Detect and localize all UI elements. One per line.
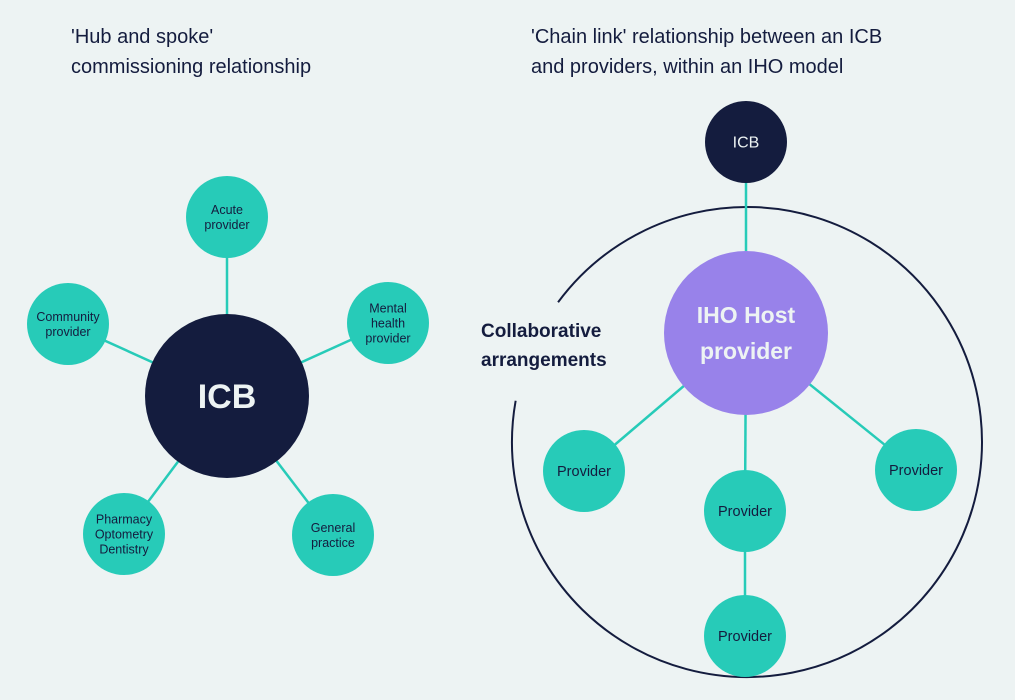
hub-and-spoke-title-line2: commissioning relationship [71, 56, 312, 78]
icb-hub-label-line: ICB [198, 378, 257, 416]
iho-host-provider-label-line: provider [700, 338, 792, 364]
provider-spoke-label-line: health [371, 316, 405, 330]
provider-spoke-label-line: Mental [369, 301, 407, 315]
provider-label: Provider [718, 504, 772, 520]
provider-spoke-label-line: Dentistry [99, 542, 149, 556]
provider-spoke-label-line: General [311, 521, 355, 535]
iho-host-provider-node [664, 251, 828, 415]
hub-and-spoke-title-line1: 'Hub and spoke' [71, 26, 214, 48]
icb-label-line: ICB [733, 135, 760, 152]
provider-spoke-node [292, 494, 374, 576]
provider-node [704, 470, 786, 552]
provider-spoke-label-line: Community [36, 310, 100, 324]
provider-label-line: Provider [718, 504, 772, 520]
icb-hub-label: ICB [198, 378, 257, 416]
iho-host-provider-label: IHO Host provider [697, 302, 796, 364]
chain-link-title: 'Chain link' relationship between an ICB… [531, 22, 882, 82]
provider-label: Provider [889, 463, 943, 479]
provider-label: Provider [557, 464, 611, 480]
provider-spoke-label-line: Optometry [95, 527, 154, 541]
provider-spoke-node [186, 176, 268, 258]
collaborative-arrangements-label: Collaborative arrangements [481, 321, 607, 371]
provider-spoke-node [347, 282, 429, 364]
provider-spoke-node [83, 493, 165, 575]
collaborative-arrangements-label-line: Collaborative [481, 321, 601, 342]
provider-label-line: Provider [889, 463, 943, 479]
icb-node [705, 101, 787, 183]
provider-label-line: Provider [718, 629, 772, 645]
provider-label: Provider [718, 629, 772, 645]
provider-node [704, 595, 786, 677]
provider-spoke-label-line: provider [45, 325, 90, 339]
provider-node [875, 429, 957, 511]
provider-spoke-label-line: Acute [211, 203, 243, 217]
chain-link-title-line1: 'Chain link' relationship between an ICB [531, 26, 883, 48]
iho-host-provider-label-line: IHO Host [697, 302, 796, 328]
provider-spoke-label-line: provider [365, 331, 410, 345]
collaborative-arrangements-label-line: arrangements [481, 350, 607, 371]
provider-label-line: Provider [557, 464, 611, 480]
icb-hub-node [145, 314, 309, 478]
provider-spoke-label-line: practice [311, 536, 355, 550]
provider-spoke-label-line: provider [204, 218, 249, 232]
icb-label: ICB [733, 135, 760, 152]
hub-and-spoke-title: 'Hub and spoke' commissioning relationsh… [71, 22, 311, 82]
provider-spoke-label-line: Pharmacy [96, 512, 153, 526]
provider-node [543, 430, 625, 512]
provider-spoke-node [27, 283, 109, 365]
chain-link-title-line2: and providers, within an IHO model [531, 56, 844, 78]
